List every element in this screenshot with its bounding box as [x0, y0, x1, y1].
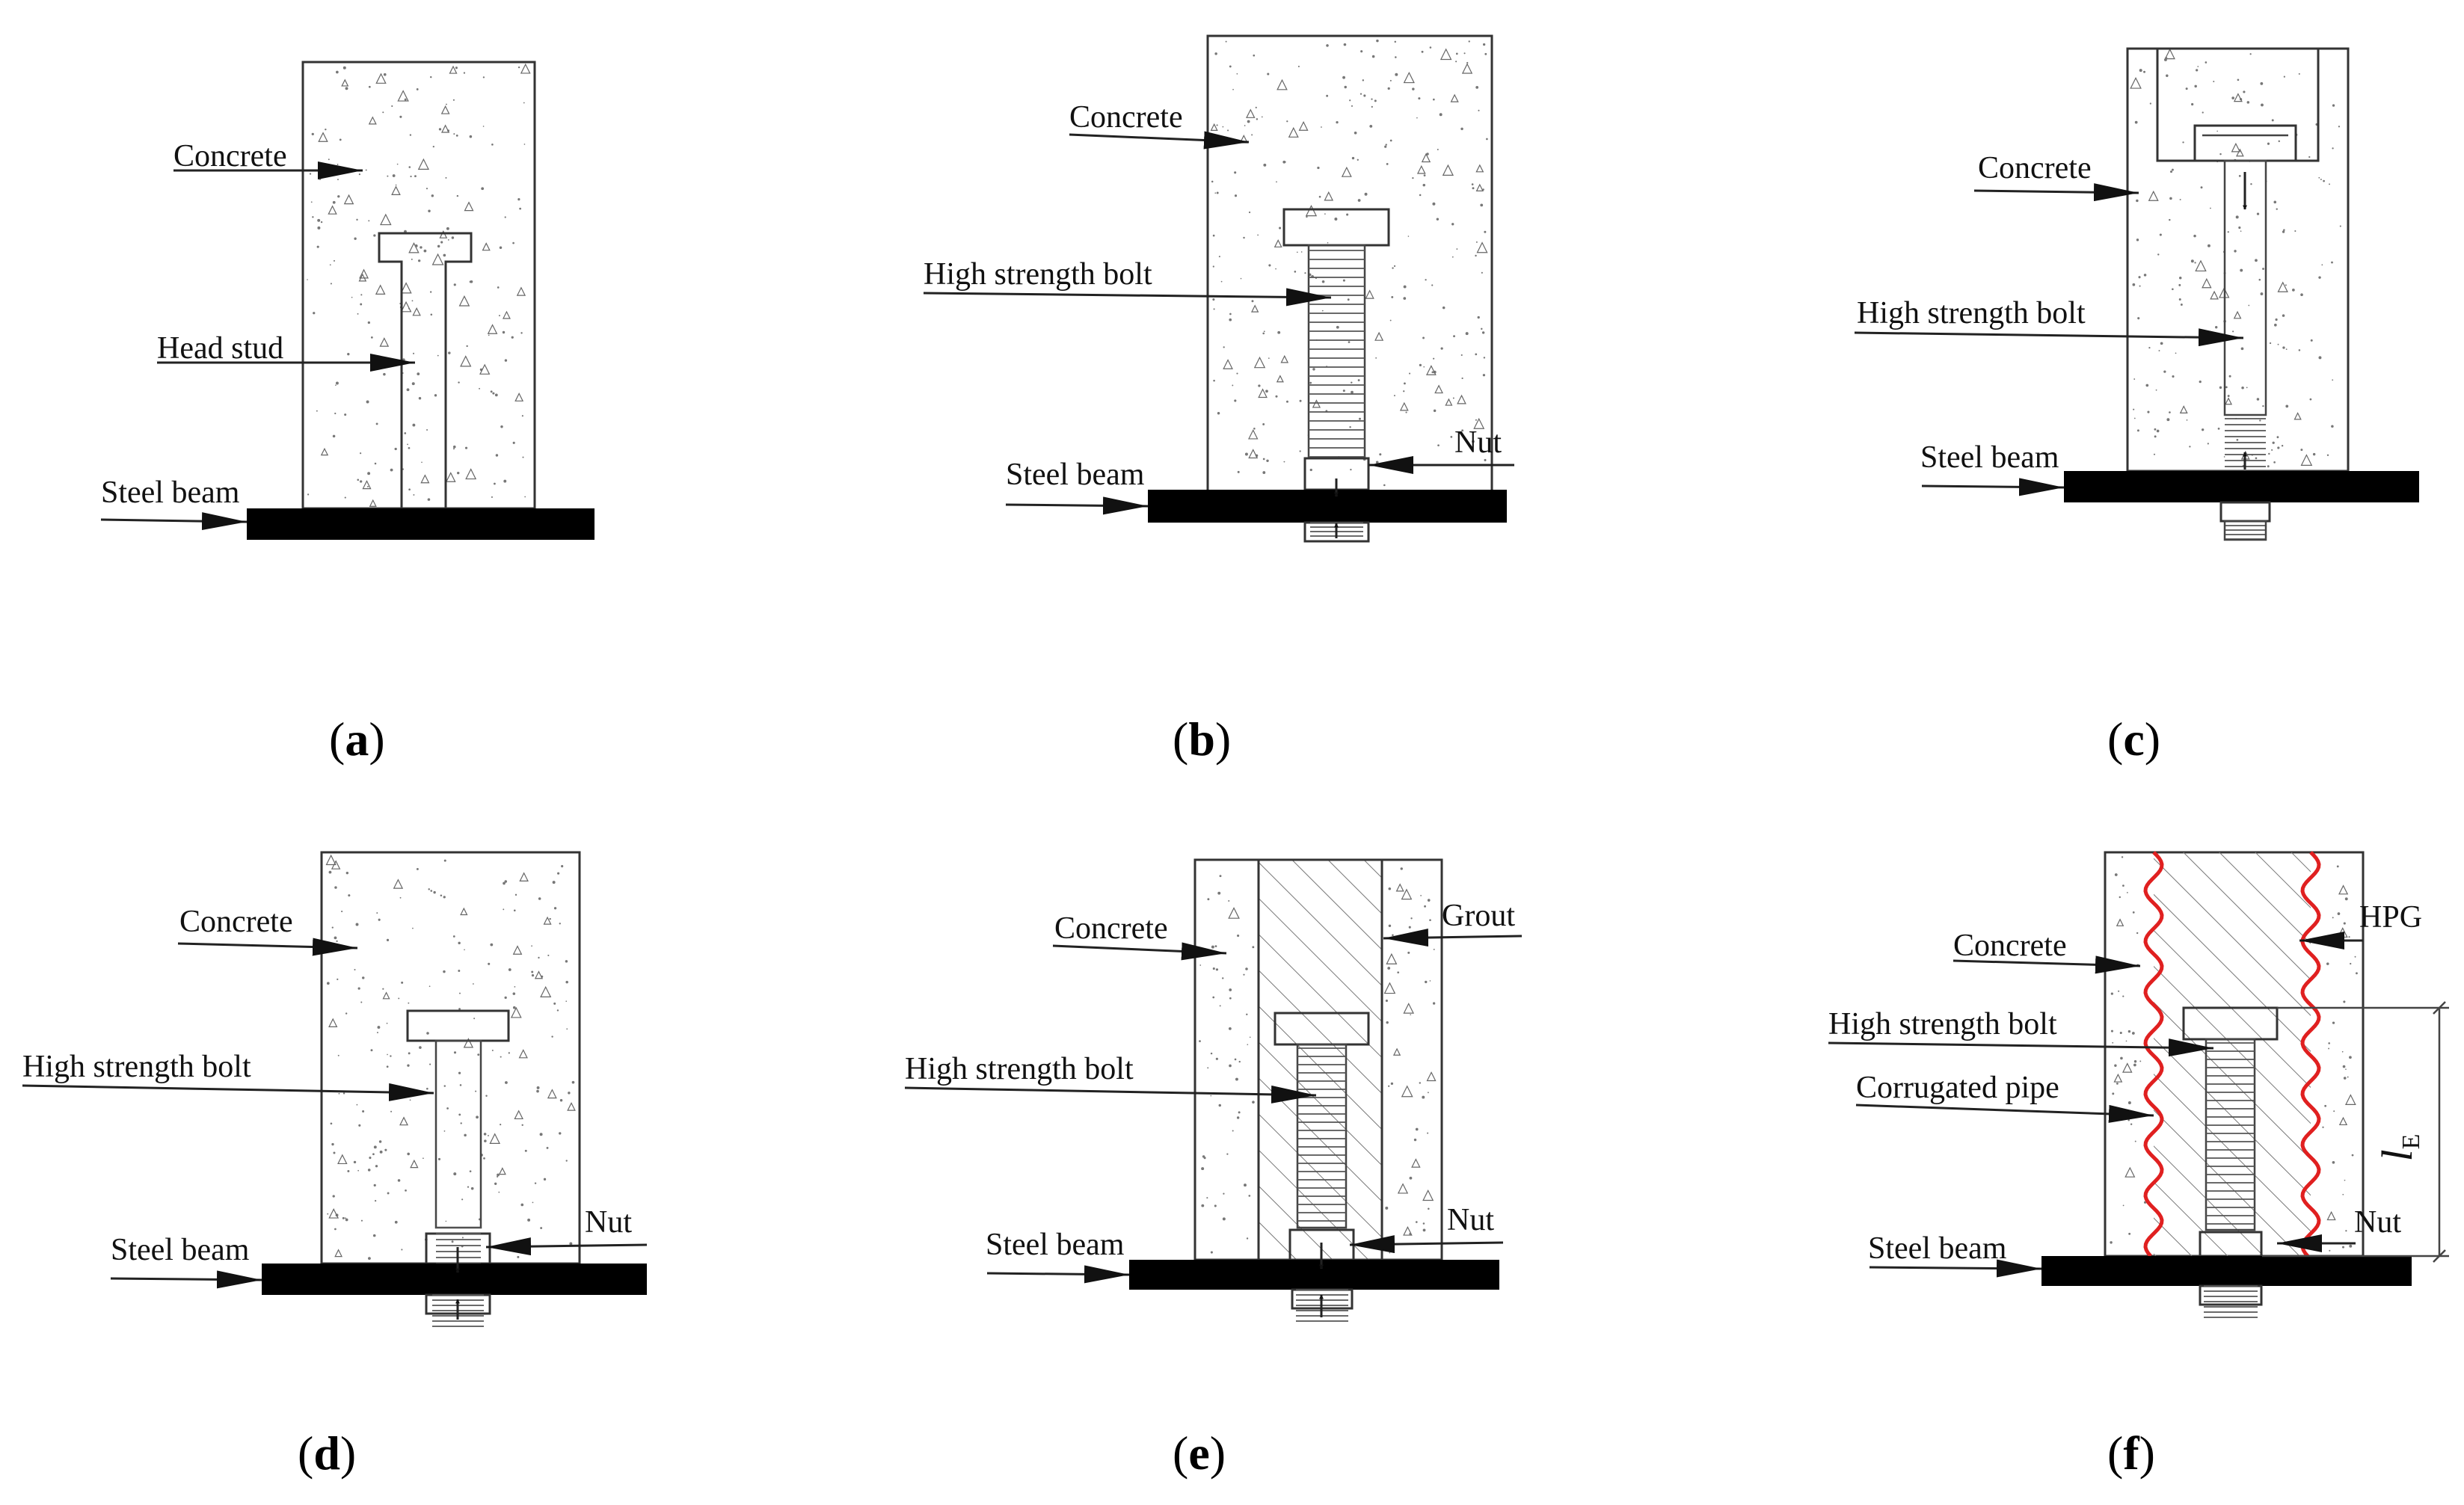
leader-beam [110, 1270, 262, 1289]
hpg-column [2154, 852, 2311, 1256]
label-hpg: HPG [2359, 900, 2422, 935]
bolt-shank [434, 1039, 482, 1229]
leader-beam [1869, 1259, 2042, 1278]
leader-nut [1349, 1235, 1504, 1254]
steel-beam [2064, 471, 2419, 502]
steel-beam [262, 1264, 647, 1295]
leader-concrete [1069, 131, 1250, 150]
panel-a: Concrete Head stud Steel beam (a) [100, 61, 595, 766]
label-grout: Grout [1442, 899, 1515, 933]
bolt-threads [1309, 250, 1365, 458]
leader-bolt [1854, 328, 2244, 347]
dimension-label: lE [2373, 1134, 2425, 1162]
concrete-block [320, 851, 581, 1265]
label-head-stud: Head stud [157, 331, 283, 366]
steel-beam [247, 508, 595, 540]
bolt-threads [2225, 418, 2266, 467]
label-steel-beam: Steel beam [986, 1228, 1125, 1262]
bolt-head [406, 1009, 510, 1042]
leader-bolt [923, 288, 1332, 307]
leader-concrete [1052, 942, 1227, 961]
bolt-threads-lower [2225, 520, 2266, 540]
leader-grout [1383, 929, 1523, 947]
bolt-tail [2223, 520, 2267, 541]
bolt-shank [2205, 1038, 2256, 1231]
caption-f: (f) [2107, 1426, 2155, 1480]
label-bolt: High strength bolt [1857, 296, 2086, 330]
caption-e: (e) [1173, 1426, 1226, 1480]
concrete-block [1206, 34, 1493, 495]
label-bolt: High strength bolt [905, 1052, 1134, 1086]
leader-beam [1921, 478, 2065, 496]
concrete-texture-left [2110, 856, 2147, 1244]
concrete-texture [307, 63, 531, 507]
leader-bolt [904, 1085, 1317, 1104]
concrete-texture [325, 854, 576, 1261]
label-nut: Nut [1447, 1203, 1494, 1237]
label-bolt: High strength bolt [924, 257, 1152, 292]
dimension-tick-bottom [2433, 1249, 2446, 1263]
label-steel-beam: Steel beam [111, 1233, 250, 1267]
leader-pipe [1855, 1104, 2154, 1123]
label-nut: Nut [2354, 1205, 2401, 1240]
label-steel-beam: Steel beam [101, 475, 240, 510]
label-concrete: Concrete [173, 139, 287, 173]
label-steel-beam: Steel beam [1868, 1231, 2007, 1266]
label-concrete: Concrete [179, 905, 293, 939]
label-pipe: Corrugated pipe [1856, 1071, 2059, 1105]
grout-column [1257, 858, 1383, 1261]
corrugated-pipe-left [2143, 851, 2164, 1258]
leader-nut [485, 1237, 648, 1256]
panel-e: Concrete Grout High strength bolt Nut St… [904, 858, 1523, 1480]
concrete-block [301, 61, 536, 510]
label-nut: Nut [585, 1205, 632, 1240]
caption-c: (c) [2107, 713, 2160, 766]
concrete-texture-right [2322, 865, 2358, 1252]
concrete-texture-left [1199, 875, 1255, 1254]
top-pocket [2156, 47, 2320, 162]
steel-beam [1129, 1260, 1499, 1290]
head-stud [378, 232, 473, 508]
label-concrete: Concrete [1069, 100, 1183, 135]
leader-concrete [1973, 183, 2139, 202]
bolt-shank [2223, 159, 2267, 416]
caption-b: (b) [1173, 713, 1231, 766]
steel-beam [2041, 1256, 2412, 1286]
dimension-tick-top [2433, 1001, 2446, 1015]
label-nut: Nut [1454, 425, 1502, 460]
label-steel-beam: Steel beam [1920, 440, 2059, 475]
label-concrete: Concrete [1978, 151, 2092, 185]
concrete-texture-right [1383, 867, 1437, 1254]
leader-beam [100, 512, 248, 531]
panel-b: Concrete High strength bolt Nut Steel be… [923, 34, 1514, 766]
label-concrete: Concrete [1054, 911, 1168, 946]
bolt-threads [2206, 1042, 2255, 1233]
concrete-block [2126, 47, 2350, 473]
bolt-head [1282, 208, 1390, 247]
leader-bolt [22, 1083, 434, 1101]
panel-c: Concrete High strength bolt Steel beam (… [1854, 47, 2419, 766]
caption-a: (a) [329, 713, 385, 766]
label-concrete: Concrete [1953, 929, 2067, 963]
leader-beam [1005, 496, 1149, 515]
concrete-texture [1210, 39, 1488, 487]
caption-d: (d) [298, 1426, 356, 1480]
steel-beam [1148, 490, 1507, 523]
label-bolt: High strength bolt [1828, 1007, 2057, 1041]
concrete-texture [2130, 48, 2341, 468]
nut-lower [2219, 501, 2271, 523]
leader-beam [986, 1265, 1130, 1284]
leader-concrete [177, 938, 358, 956]
corrugated-pipe-right [2300, 851, 2321, 1258]
leader-concrete [1953, 955, 2141, 974]
bolt-head [2193, 124, 2297, 162]
label-bolt: High strength bolt [22, 1050, 251, 1084]
bolt-threads-lower [2204, 1285, 2258, 1318]
bolt-shank [1296, 1043, 1348, 1229]
panel-f: lE Concrete HPG High strength bolt Corru… [1828, 851, 2449, 1480]
label-steel-beam: Steel beam [1006, 458, 1145, 492]
panel-d: Concrete High strength bolt Nut Steel be… [22, 851, 648, 1480]
leader-bolt [1828, 1038, 2214, 1057]
